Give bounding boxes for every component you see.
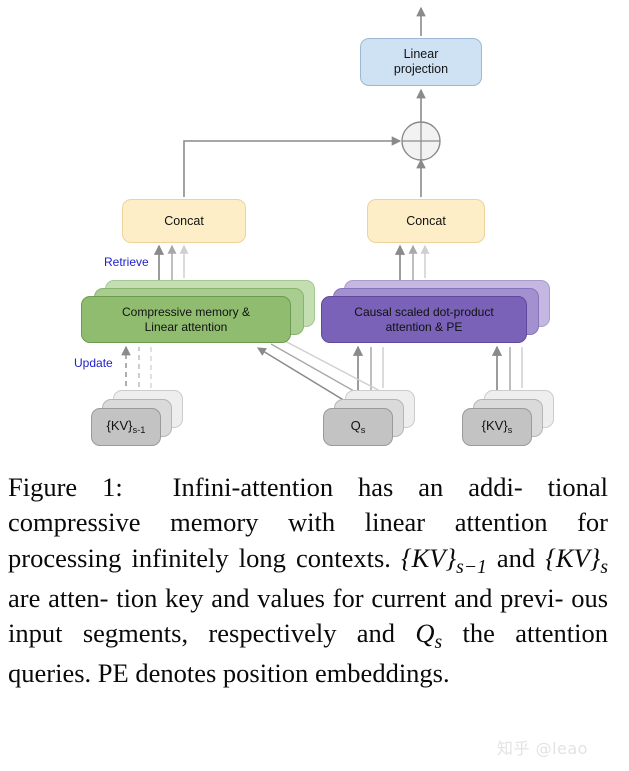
node-kv-previous-sub: s-1 [132,424,146,435]
node-concat-right-label: Concat [406,213,446,228]
caption-line-4-pre: contexts. [295,542,402,573]
node-kv-previous-main: {KV} [106,417,133,433]
caption-line-1: Infini-attention has an addi- [172,472,523,502]
caption-line-2: tional compressive memory with linear [8,472,608,538]
node-concat-left: Concat [122,199,246,243]
node-causal-attention-label: Causal scaled dot-product attention & PE [354,305,494,334]
figure-diagram: Linear projection Concat Concat Compress… [74,6,554,446]
caption-line-4-post: are atten- [8,582,109,613]
node-kv-current-sub: s [507,424,513,435]
edge-label-update: Update [74,356,113,370]
node-concat-left-label: Concat [164,213,204,228]
node-queries-sub: s [360,424,366,435]
caption-math-queries-sub: s [434,632,443,654]
node-kv-current: {KV}s [462,408,532,446]
caption-line-4-mid: and [486,542,546,573]
node-concat-right: Concat [367,199,485,243]
caption-math-kv-cur: {KV} [545,542,601,573]
node-linear-projection-label: Linear projection [393,47,449,76]
edge-label-retrieve: Retrieve [104,255,149,269]
node-compressive-memory-label: Compressive memory & Linear attention [121,305,251,334]
caption-figure-label: Figure 1: [8,472,123,502]
caption-math-kv-cur-sub: s [600,556,608,578]
watermark: 知乎 @leao [497,739,588,758]
node-kv-current-label: {KV}s [482,418,513,436]
caption-math-queries: Q [415,618,435,649]
node-kv-previous-label: {KV}s-1 [106,418,145,436]
caption-math-kv-prev: {KV} [401,542,457,573]
node-linear-projection: Linear projection [360,38,482,86]
node-kv-current-main: {KV} [481,417,508,433]
node-queries: Qs [323,408,393,446]
node-kv-previous: {KV}s-1 [91,408,161,446]
node-queries-label: Qs [351,418,366,436]
caption-line-6-pre: ous input segments, respectively and [8,582,609,649]
caption-line-8: embeddings. [314,658,450,689]
diagram-connectors [121,6,523,408]
caption-math-kv-prev-sub: s−1 [456,556,487,578]
caption-line-3: attention for processing infinitely long [8,507,609,573]
node-queries-main: Q [350,417,361,433]
caption-line-5: tion key and values for current and prev… [116,582,564,613]
node-compressive-memory: Compressive memory & Linear attention [81,296,291,343]
caption-line-7: the attention queries. PE denotes positi… [8,618,608,689]
node-causal-attention: Causal scaled dot-product attention & PE [321,296,527,343]
figure-caption: Figure 1: Infini-attention has an addi- … [8,470,608,692]
